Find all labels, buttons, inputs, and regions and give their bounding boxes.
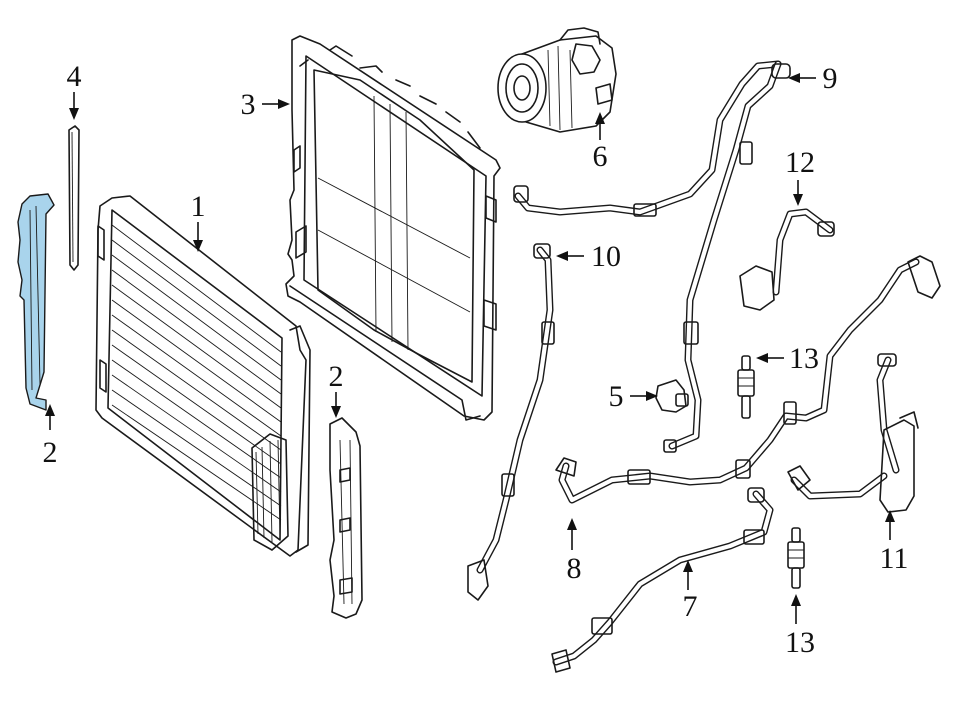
accumulator[interactable]	[787, 353, 919, 513]
callout-1: 1	[191, 190, 206, 223]
callout-labels: 1 2 2 3 4 5 6 7 8 9 10 11 12 13 13	[43, 60, 909, 659]
radiator-support[interactable]	[285, 35, 501, 421]
hose-10[interactable]	[467, 243, 555, 601]
callout-9: 9	[823, 62, 838, 95]
compressor[interactable]	[497, 27, 617, 133]
condenser[interactable]	[95, 195, 311, 557]
callout-2-left: 2	[43, 436, 58, 469]
callout-10: 10	[591, 240, 621, 273]
callout-12: 12	[785, 146, 815, 179]
side-seal-right[interactable]	[329, 417, 363, 619]
hose-7[interactable]	[551, 487, 774, 673]
callout-4: 4	[67, 60, 82, 93]
callout-13-upper: 13	[789, 342, 819, 375]
callout-13-lower: 13	[785, 626, 815, 659]
hose-12[interactable]	[739, 208, 835, 311]
callout-leaders	[45, 73, 895, 624]
pressure-switch-upper[interactable]	[737, 355, 755, 419]
callout-3: 3	[241, 88, 256, 121]
callout-6: 6	[593, 140, 608, 173]
hose-9[interactable]	[513, 60, 791, 453]
sensor[interactable]	[655, 379, 689, 413]
callout-5: 5	[609, 380, 624, 413]
seal-strip[interactable]	[68, 125, 80, 271]
callout-8: 8	[567, 552, 582, 585]
callout-7: 7	[683, 590, 698, 623]
side-seal-left[interactable]	[17, 193, 55, 411]
pressure-switch-lower[interactable]	[787, 527, 805, 589]
callout-2-right: 2	[329, 360, 344, 393]
hose-8[interactable]	[555, 255, 941, 504]
callout-11: 11	[880, 542, 909, 575]
